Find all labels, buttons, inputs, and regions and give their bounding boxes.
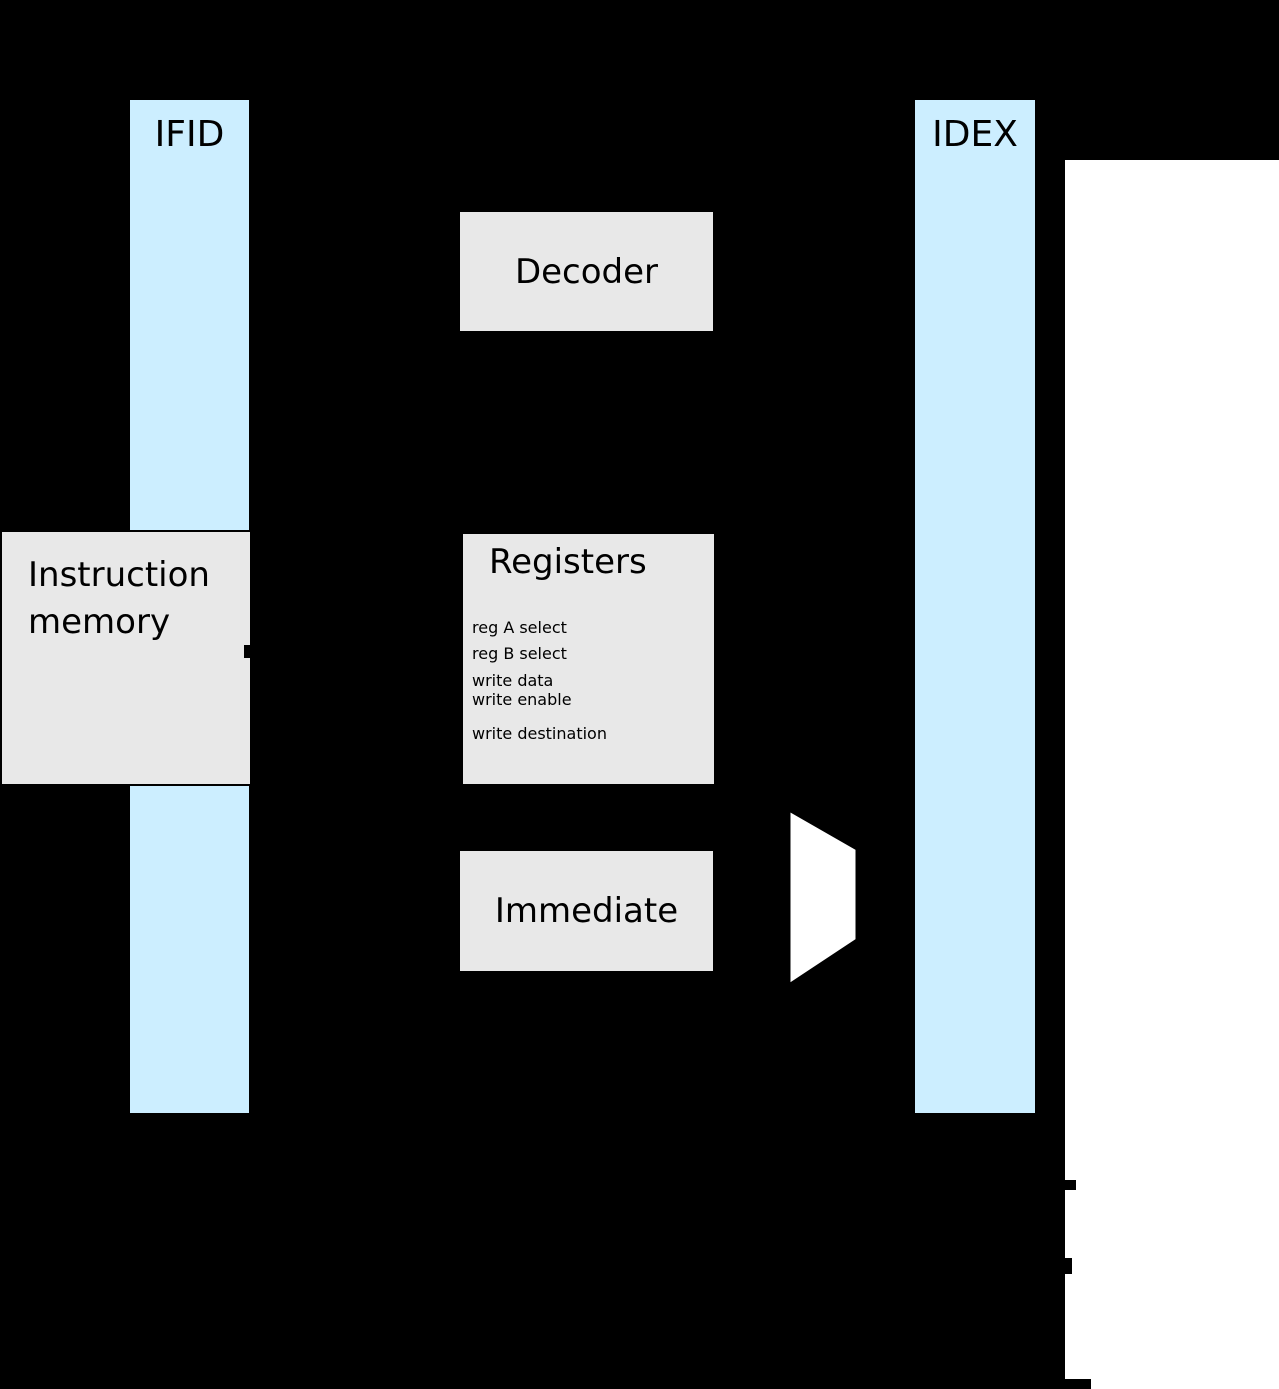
registers-title: Registers [489,542,647,582]
wire-stub [1065,1258,1072,1274]
immediate-label: Immediate [494,891,679,931]
decoder-label: Decoder [514,251,659,292]
page-background-right [1065,160,1279,1389]
registers-port-write-data: write data [472,671,554,690]
immediate-block: Immediate [458,849,715,973]
wire-stub [244,645,252,658]
registers-port-write-enable: write enable [472,690,572,709]
instruction-memory-block: Instruction memory [0,530,252,786]
pipeline-register-idex: IDEX [913,98,1037,1115]
wire-stub [1065,1180,1076,1190]
instruction-memory-label: Instruction memory [28,555,210,642]
registers-port-write-destination: write destination [472,724,607,743]
registers-port-reg-b-select: reg B select [472,644,567,663]
mux-polygon [787,807,859,988]
idex-label: IDEX [932,114,1018,155]
ifid-label: IFID [154,114,225,155]
wire-stub [1065,1379,1091,1389]
decoder-block: Decoder [458,210,715,333]
registers-block: Registers reg A select reg B select writ… [461,532,716,786]
registers-port-reg-a-select: reg A select [472,618,567,637]
